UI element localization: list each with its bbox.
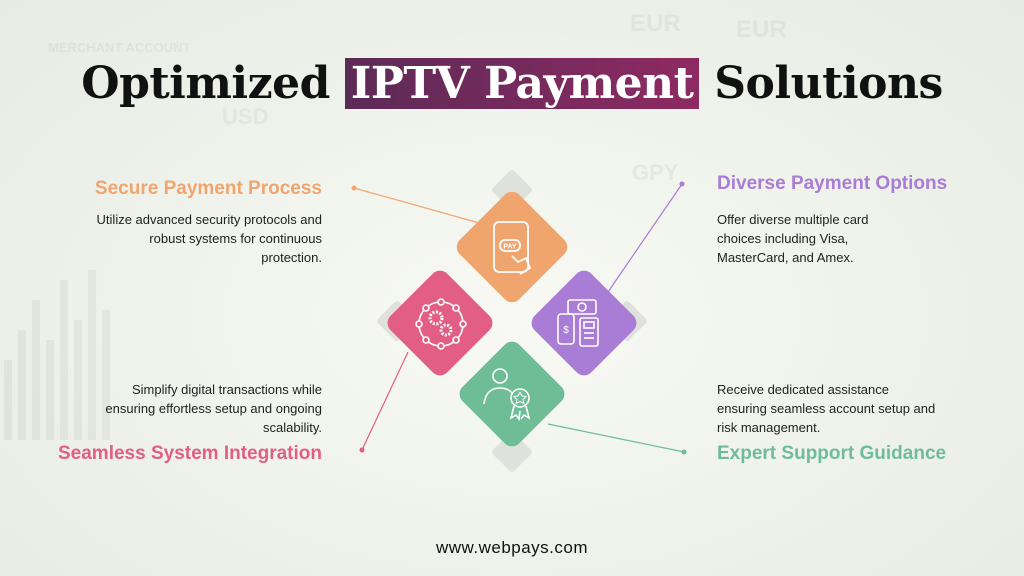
diamond-options: $ xyxy=(531,270,637,376)
desc-diverse-options: Offer diverse multiple card choices incl… xyxy=(717,212,869,265)
bg-bars xyxy=(4,270,110,440)
title-highlight: IPTV Payment xyxy=(344,58,700,109)
svg-text:PAY: PAY xyxy=(503,244,517,251)
title-part1: Optimized xyxy=(81,58,330,109)
bg-decoration: USD xyxy=(222,104,269,129)
bg-decoration: MERCHANT ACCOUNT xyxy=(48,40,191,55)
diamond-support xyxy=(459,341,565,447)
heading-diverse-options: Diverse Payment Options xyxy=(717,173,948,194)
expert-badge-icon xyxy=(483,368,531,422)
pay-phone-icon: PAY xyxy=(493,221,532,275)
connector-lines xyxy=(351,181,687,455)
footer-url[interactable]: www.webpays.com xyxy=(435,538,589,557)
svg-text:$: $ xyxy=(563,325,569,336)
page-title: Optimized IPTV Payment Solutions xyxy=(0,58,1024,109)
desc-secure-payment: Utilize advanced security protocols and … xyxy=(96,212,322,265)
bg-decoration: GPY xyxy=(632,160,679,185)
payment-devices-icon: $ xyxy=(557,299,599,347)
diamond-secure: PAY xyxy=(456,191,568,303)
bg-decoration: EUR xyxy=(630,10,681,37)
bg-decoration: EUR xyxy=(736,16,787,43)
desc-system-integration: Simplify digital transactions while ensu… xyxy=(105,382,322,435)
gears-network-icon xyxy=(415,298,467,350)
desc-expert-support: Receive dedicated assistance ensuring se… xyxy=(717,382,936,435)
heading-expert-support: Expert Support Guidance xyxy=(717,443,947,464)
heading-system-integration: Seamless System Integration xyxy=(58,443,322,464)
title-part2: Solutions xyxy=(714,58,943,109)
diamond-integration xyxy=(387,270,493,376)
heading-secure-payment: Secure Payment Process xyxy=(94,178,322,199)
